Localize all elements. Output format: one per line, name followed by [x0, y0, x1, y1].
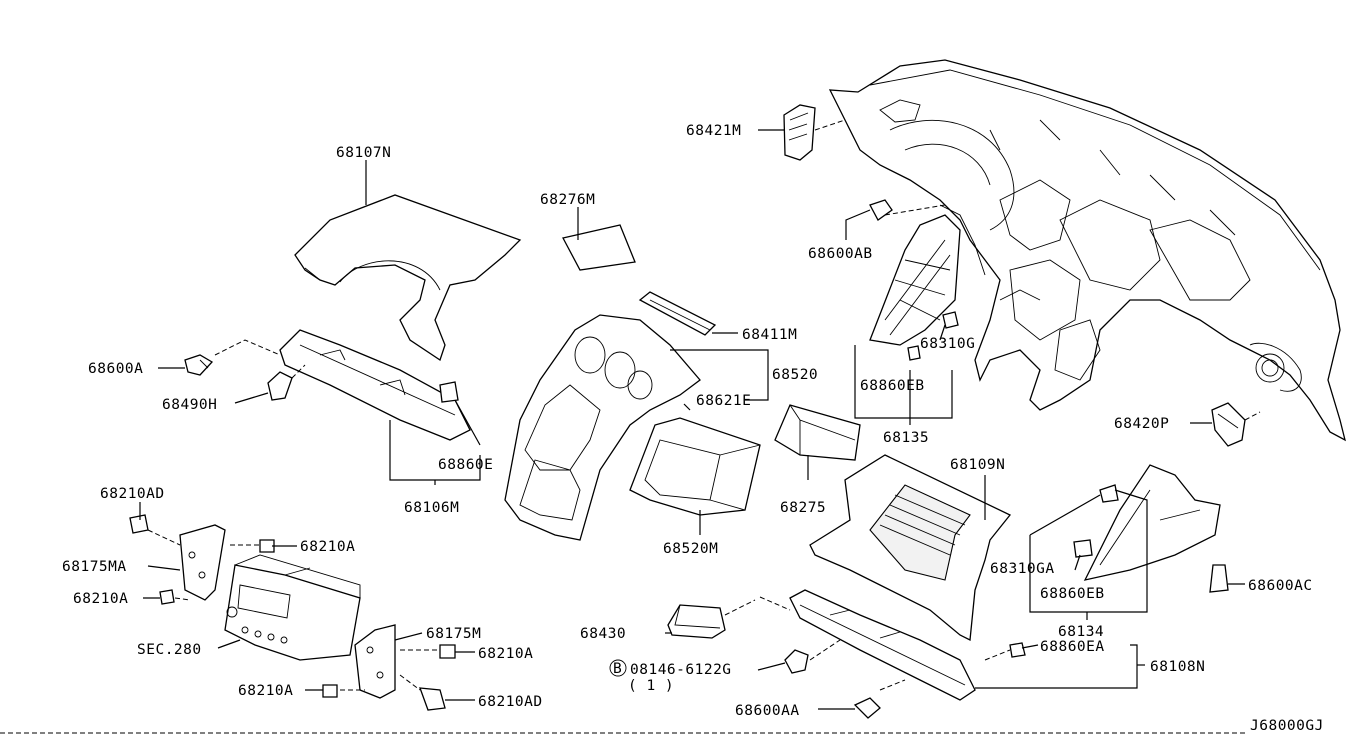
- bolt-prefix-letter: B: [613, 661, 622, 677]
- clip-68490H-drawing: [267, 364, 306, 401]
- leader-lines: [139, 129, 1245, 710]
- label-68175MA: 68175MA: [62, 559, 127, 575]
- label-68175M: 68175M: [426, 626, 481, 642]
- label-68109N: 68109N: [950, 457, 1005, 473]
- label-68107N: 68107N: [336, 145, 391, 161]
- bracket-68175M-drawing: [354, 624, 396, 699]
- part-labels: 68107N 68276M 68421M 68600AB 68411M 6852…: [62, 123, 1324, 734]
- radio-unit-drawing: [224, 554, 361, 661]
- label-68275: 68275: [780, 500, 826, 516]
- lower-bar-68106M-drawing: [214, 329, 471, 441]
- bolt-prefix-circle: [609, 659, 627, 677]
- label-68621E: 68621E: [696, 393, 751, 409]
- instrument-panel-drawing: [828, 59, 1346, 442]
- label-68210AD-lower: 68210AD: [478, 694, 543, 710]
- label-68421M: 68421M: [686, 123, 741, 139]
- cluster-hood-68107N-drawing: [294, 194, 522, 362]
- label-68860E: 68860E: [438, 457, 493, 473]
- pad-68276M-drawing: [562, 224, 636, 271]
- label-68860EB-lower: 68860EB: [1040, 586, 1105, 602]
- label-68135: 68135: [883, 430, 929, 446]
- bezel-68520M-drawing: [629, 417, 761, 516]
- center-console-68520-drawing: [504, 314, 701, 541]
- label-68106M: 68106M: [404, 500, 459, 516]
- pocket-68275-drawing: [774, 404, 861, 461]
- label-68134: 68134: [1058, 624, 1104, 640]
- label-68520: 68520: [772, 367, 818, 383]
- label-68210AD-upper: 68210AD: [100, 486, 165, 502]
- label-68600AA: 68600AA: [735, 703, 800, 719]
- label-68600AC: 68600AC: [1248, 578, 1313, 594]
- bracket-68135-drawing: [869, 199, 961, 361]
- label-SEC280: SEC.280: [137, 642, 202, 658]
- label-68210A-upper: 68210A: [300, 539, 355, 555]
- box-68430-drawing: [667, 599, 756, 639]
- diagram-code: J68000GJ: [1250, 718, 1324, 734]
- label-68310G: 68310G: [920, 336, 975, 352]
- label-68420P: 68420P: [1114, 416, 1169, 432]
- label-68600AB: 68600AB: [808, 246, 873, 262]
- label-68860EB-upper: 68860EB: [860, 378, 925, 394]
- label-68860EA: 68860EA: [1040, 639, 1105, 655]
- label-quantity: ( 1 ): [628, 678, 674, 694]
- label-68600A: 68600A: [88, 361, 143, 377]
- bracket-68175MA-drawing: [179, 524, 226, 601]
- label-68430: 68430: [580, 626, 626, 642]
- clip-68600A-drawing: [184, 354, 214, 376]
- side-panel-68134-drawing: [1073, 464, 1229, 593]
- strip-68411M-drawing: [638, 291, 717, 336]
- label-68276M: 68276M: [540, 192, 595, 208]
- label-68490H: 68490H: [162, 397, 217, 413]
- label-68210A-bottom: 68210A: [238, 683, 293, 699]
- label-68210A-right: 68210A: [478, 646, 533, 662]
- lid-68108N-drawing: [759, 589, 976, 701]
- label-68310GA: 68310GA: [990, 561, 1055, 577]
- bolts-drawing: [784, 639, 1026, 719]
- label-68210A-left: 68210A: [73, 591, 128, 607]
- vent-68420P-drawing: [1211, 402, 1261, 447]
- label-08146-6122G: 08146-6122G: [630, 662, 732, 678]
- lower-panel-68109N-drawing: [809, 454, 1012, 642]
- vent-68421M-drawing: [783, 104, 846, 161]
- label-68520M: 68520M: [663, 541, 718, 557]
- label-68108N: 68108N: [1150, 659, 1205, 675]
- label-68411M: 68411M: [742, 327, 797, 343]
- screws-drawing: [129, 514, 456, 711]
